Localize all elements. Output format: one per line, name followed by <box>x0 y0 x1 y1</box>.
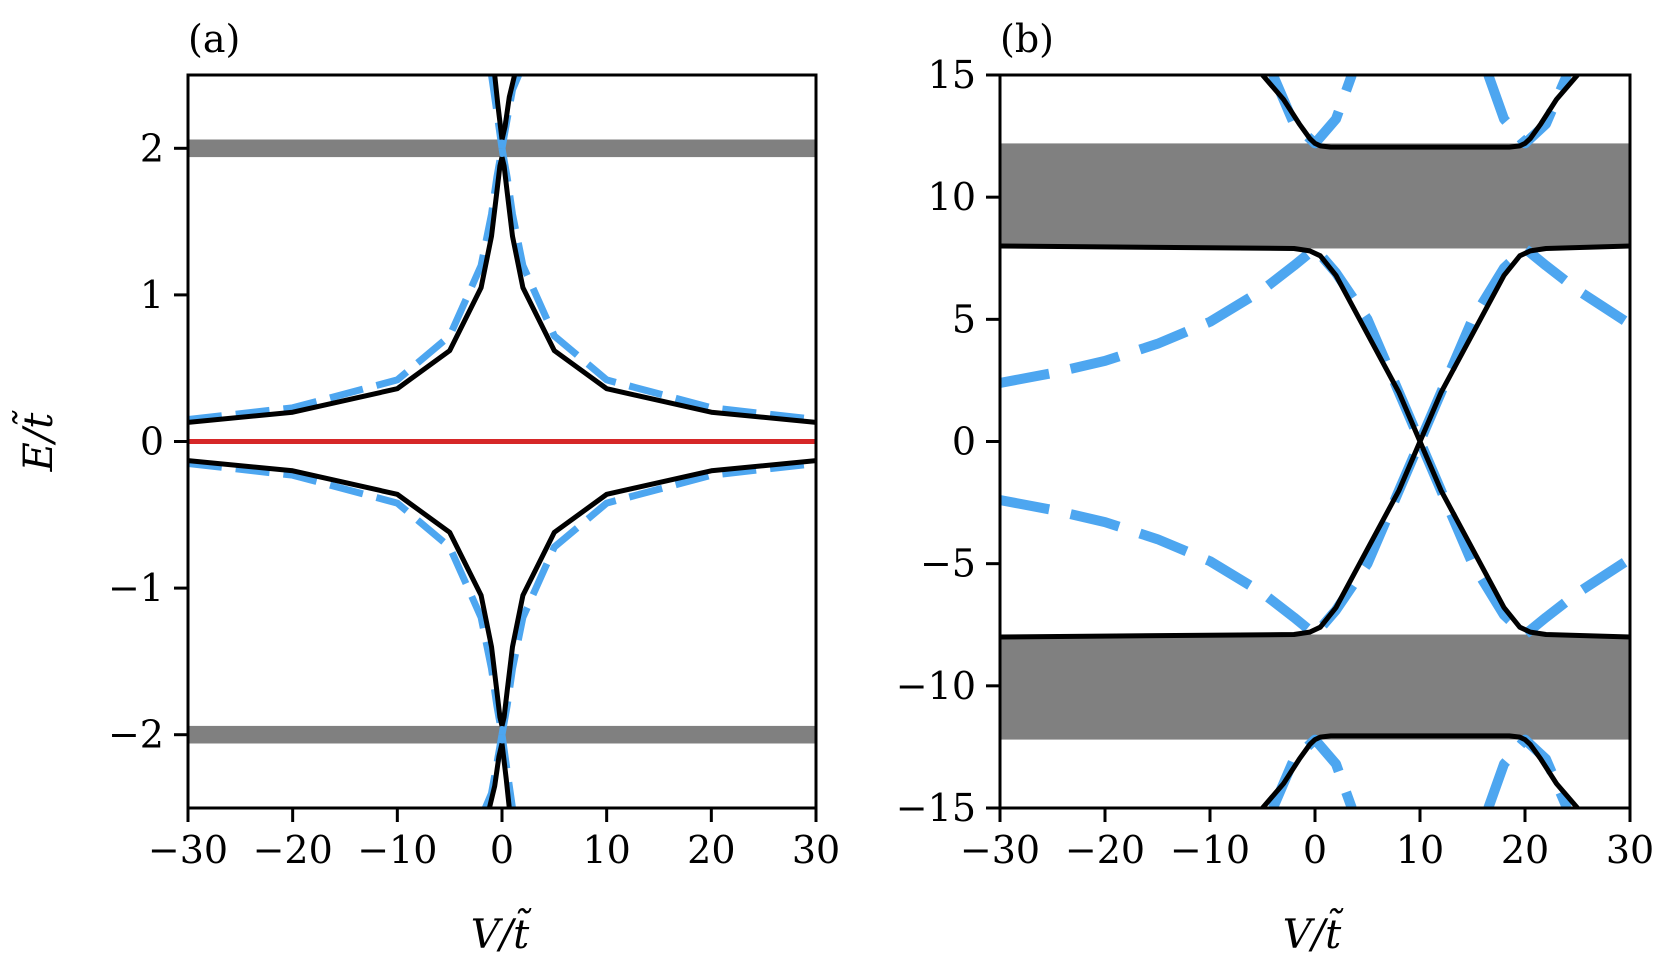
y-tick-label: 2 <box>140 126 164 170</box>
panel-b: (b) −30 −20 −10 0 10 20 30 −15 −10 −5 0 5 10 15 V/t̃ <box>896 17 1654 958</box>
x-tick-label: 0 <box>490 828 514 872</box>
solid-line-5 <box>492 75 505 140</box>
dashed-line-5 <box>1000 243 1630 640</box>
x-tick-label: −20 <box>253 828 333 872</box>
panel-b-ticks: −30 −20 −10 0 10 20 30 −15 −10 −5 0 5 10 15 <box>896 53 1654 872</box>
y-tick-label: 1 <box>140 273 164 317</box>
y-tick-label: 10 <box>928 175 976 219</box>
dashed-line-9 <box>1483 734 1572 808</box>
panel-a-plot <box>186 73 818 810</box>
panel-a-ylabel: E/t̃ <box>12 410 62 472</box>
dashed-line-9 <box>498 147 816 423</box>
plot-area <box>188 75 816 808</box>
band-0 <box>1000 143 1630 249</box>
x-tick-label: −20 <box>1065 828 1145 872</box>
panel-b-xlabel: V/t̃ <box>1283 908 1344 958</box>
x-tick-label: 10 <box>1396 828 1444 872</box>
x-tick-label: 30 <box>1606 828 1654 872</box>
y-tick-label: −2 <box>108 713 164 757</box>
dashed-line-7 <box>1483 75 1572 149</box>
y-tick-label: −10 <box>896 664 976 708</box>
solid-line-7 <box>486 742 505 808</box>
x-tick-label: −30 <box>148 828 228 872</box>
panel-b-plot <box>998 73 1632 810</box>
panel-b-label: (b) <box>1000 17 1054 61</box>
y-tick-label: −1 <box>108 566 164 610</box>
x-tick-label: 0 <box>1303 828 1327 872</box>
solid-line-2 <box>1260 75 1580 150</box>
plot-area <box>1000 75 1630 808</box>
x-tick-label: 20 <box>1501 828 1549 872</box>
x-tick-label: −10 <box>357 828 437 872</box>
dashed-line-8 <box>188 147 506 423</box>
x-tick-label: 30 <box>792 828 840 872</box>
dashed-line-10 <box>188 460 506 736</box>
solid-line-0 <box>1000 243 1630 640</box>
x-tick-label: 10 <box>582 828 630 872</box>
dashed-line-11 <box>498 460 816 736</box>
x-tick-label: −30 <box>960 828 1040 872</box>
solid-line-2 <box>188 458 505 727</box>
solid-line-3 <box>1260 733 1580 808</box>
solid-line-3 <box>499 458 816 727</box>
y-tick-label: 0 <box>140 420 164 464</box>
solid-line-1 <box>1000 243 1630 640</box>
y-tick-label: −5 <box>920 542 976 586</box>
y-tick-label: −15 <box>896 786 976 830</box>
y-tick-label: 15 <box>928 53 976 97</box>
y-tick-label: 0 <box>952 420 976 464</box>
panel-a-label: (a) <box>188 17 240 61</box>
solid-line-0 <box>188 156 505 425</box>
solid-line-1 <box>499 156 816 425</box>
band-1 <box>1000 634 1630 740</box>
x-tick-label: 20 <box>687 828 735 872</box>
dashed-line-8 <box>1268 734 1357 808</box>
dashed-line-6 <box>1268 75 1357 149</box>
solid-line-6 <box>499 743 512 808</box>
dashed-line-4 <box>1000 243 1630 640</box>
panel-a-xlabel: V/t̃ <box>471 908 532 958</box>
y-tick-label: 5 <box>952 297 976 341</box>
x-tick-label: −10 <box>1170 828 1250 872</box>
